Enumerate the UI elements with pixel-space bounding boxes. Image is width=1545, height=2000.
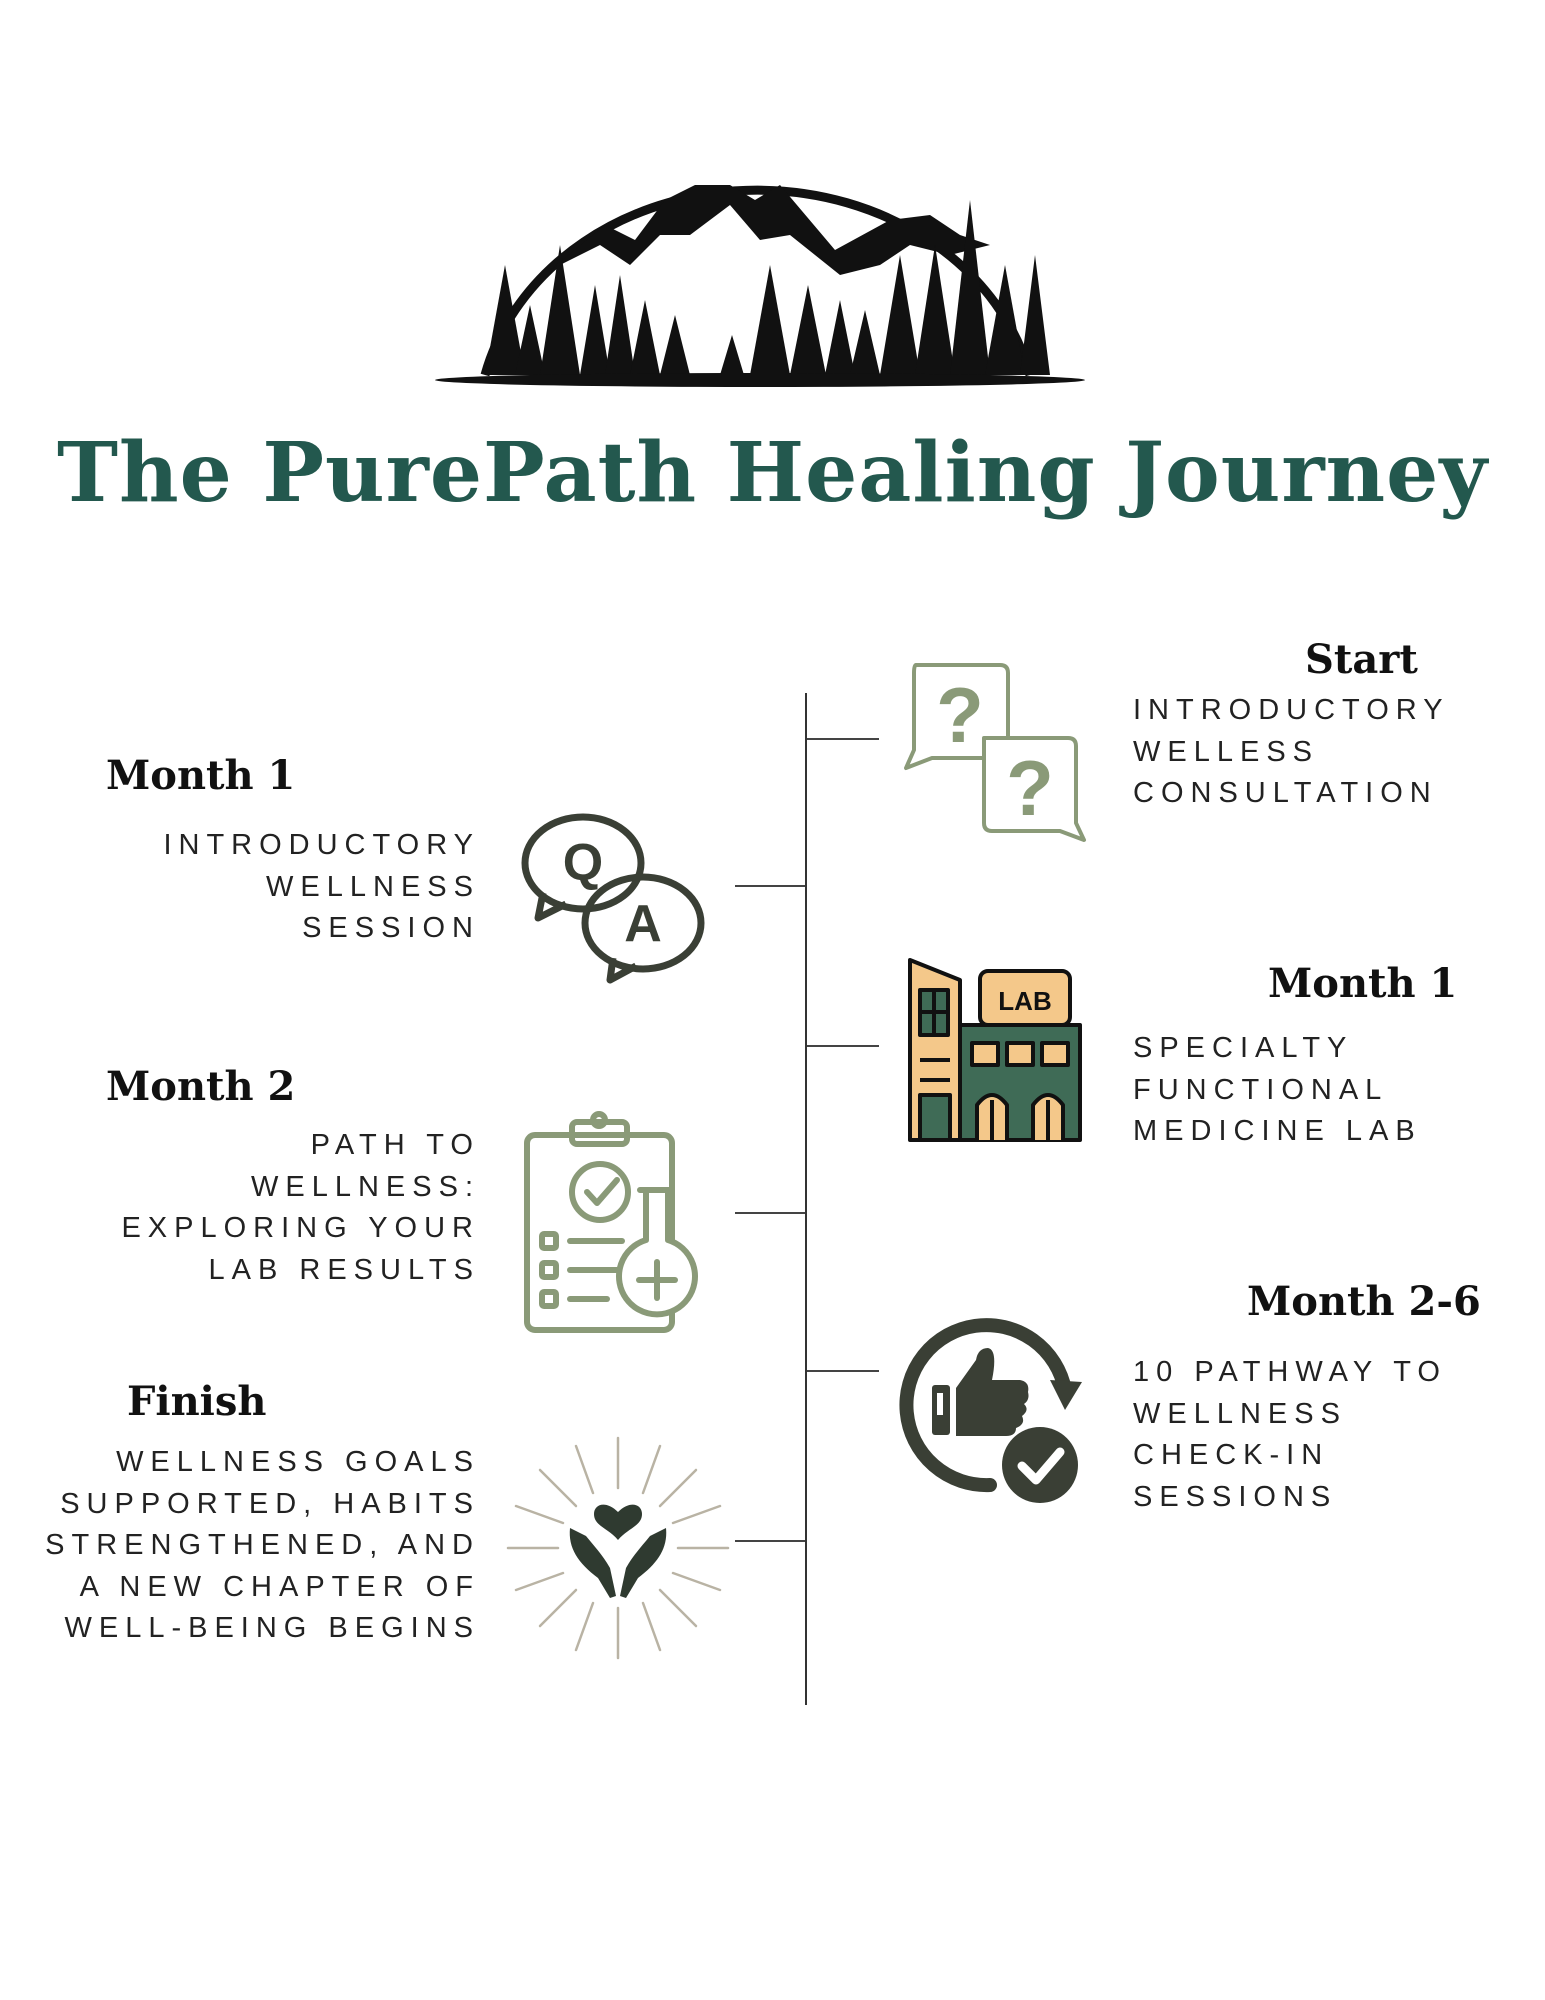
step-desc-month1-right: SPECIALTY FUNCTIONAL MEDICINE LAB: [1133, 1028, 1422, 1153]
desc-line: SPECIALTY: [1133, 1032, 1354, 1064]
svg-text:?: ?: [936, 671, 984, 759]
desc-line: SESSION: [302, 912, 480, 944]
desc-line: A NEW CHAPTER OF: [79, 1570, 480, 1603]
connector-left-month1: [735, 885, 805, 887]
desc-line: WELLNESS:: [251, 1170, 480, 1203]
connector-right-month1: [807, 1045, 879, 1047]
step-heading-finish: Finish: [127, 1378, 267, 1425]
hands-heart-icon: [506, 1436, 730, 1660]
desc-line: WELLNESS: [1133, 1397, 1347, 1430]
svg-text:?: ?: [1006, 744, 1054, 832]
svg-text:Q: Q: [563, 834, 603, 892]
lab-badge-label: LAB: [998, 986, 1051, 1016]
connector-finish: [735, 1540, 805, 1542]
step-desc-finish: WELLNESS GOALS SUPPORTED, HABITS STRENGT…: [45, 1442, 480, 1650]
desc-line: CONSULTATION: [1133, 777, 1438, 809]
step-heading-month2-6: Month 2-6: [1247, 1278, 1481, 1325]
desc-line: STRENGTHENED, AND: [45, 1529, 480, 1561]
lab-building-icon: LAB: [908, 958, 1082, 1142]
desc-line: WELLESS: [1133, 735, 1319, 768]
step-heading-month2: Month 2: [106, 1063, 296, 1110]
desc-line: CHECK-IN: [1133, 1439, 1330, 1471]
desc-line: MEDICINE LAB: [1133, 1115, 1422, 1147]
svg-text:A: A: [624, 895, 662, 953]
desc-line: 10 PATHWAY TO: [1133, 1356, 1447, 1388]
desc-line: FUNCTIONAL: [1133, 1073, 1389, 1106]
step-heading-month1-right: Month 1: [1268, 960, 1458, 1007]
desc-line: WELLNESS GOALS: [116, 1446, 480, 1478]
desc-line: INTRODUCTORY: [1133, 694, 1450, 726]
desc-line: INTRODUCTORY: [163, 829, 480, 861]
mountain-logo-icon: [435, 185, 1085, 387]
connector-right-month2-6: [807, 1370, 879, 1372]
step-desc-month2-6: 10 PATHWAY TO WELLNESS CHECK-IN SESSIONS: [1133, 1352, 1447, 1518]
desc-line: WELLNESS: [266, 870, 480, 903]
timeline-spine: [805, 693, 807, 1705]
step-desc-month2: PATH TO WELLNESS: EXPLORING YOUR LAB RES…: [121, 1125, 480, 1291]
desc-line: PATH TO: [310, 1129, 480, 1161]
step-heading-month1-left: Month 1: [106, 752, 296, 799]
qa-chat-icon: Q A: [521, 813, 705, 984]
clipboard-flask-icon: [524, 1111, 698, 1333]
desc-line: SUPPORTED, HABITS: [60, 1487, 480, 1520]
step-desc-start: INTRODUCTORY WELLESS CONSULTATION: [1133, 690, 1450, 815]
desc-line: WELL-BEING BEGINS: [64, 1612, 480, 1644]
connector-left-month2: [735, 1212, 805, 1214]
page-title: The PurePath Healing Journey: [57, 425, 1488, 521]
connector-start: [807, 738, 879, 740]
step-heading-start: Start: [1305, 636, 1418, 683]
desc-line: SESSIONS: [1133, 1480, 1338, 1513]
question-bubbles-icon: ? ?: [904, 663, 1086, 842]
desc-line: EXPLORING YOUR: [121, 1212, 480, 1244]
thumbs-up-cycle-icon: [899, 1318, 1082, 1503]
step-desc-month1-left: INTRODUCTORY WELLNESS SESSION: [163, 825, 480, 950]
desc-line: LAB RESULTS: [208, 1253, 480, 1286]
